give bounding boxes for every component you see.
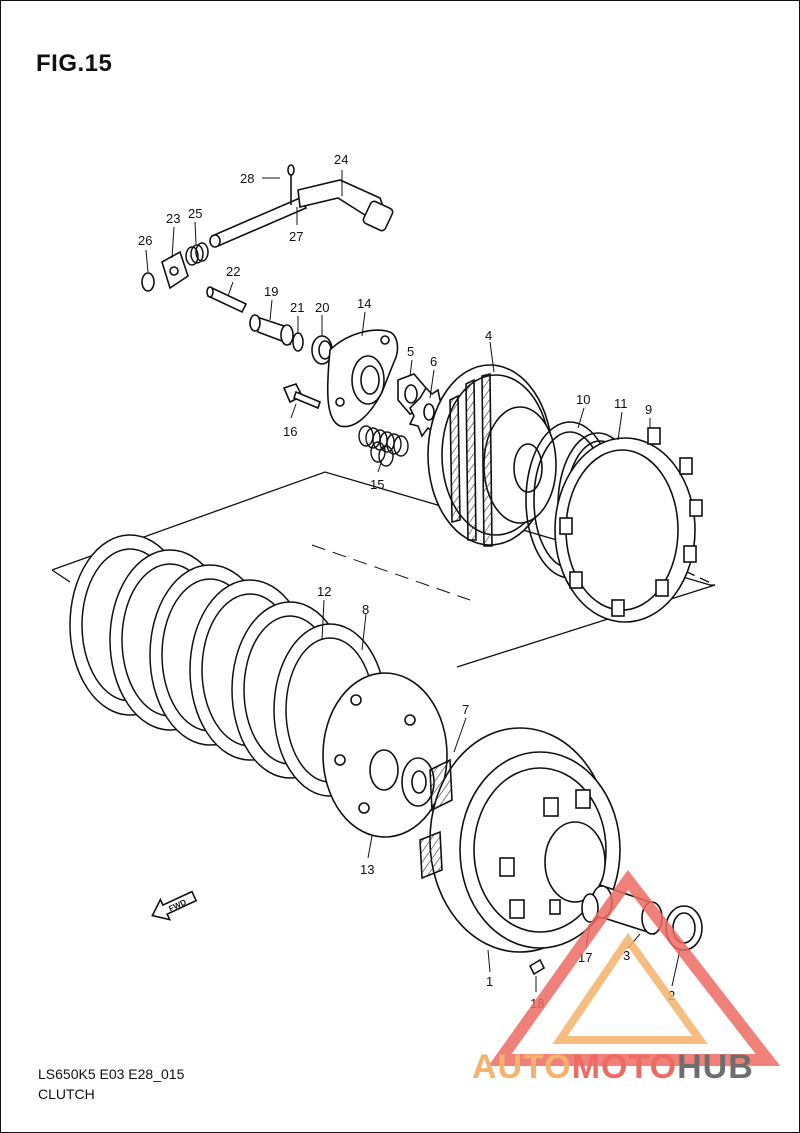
callout-20[interactable]: 20 <box>315 300 329 315</box>
release-rack-19 <box>249 314 294 346</box>
callout-27[interactable]: 27 <box>289 229 303 244</box>
callout-28[interactable]: 28 <box>240 171 254 186</box>
callout-1[interactable]: 1 <box>486 974 493 989</box>
callout-6[interactable]: 6 <box>430 354 437 369</box>
watermark-text: AUTOMOTOHUB <box>472 1048 754 1087</box>
drive-plate-9 <box>554 427 703 623</box>
callout-7[interactable]: 7 <box>462 702 469 717</box>
pressure-plate-13 <box>322 672 448 838</box>
callout-labels: 28 24 27 25 23 26 22 19 21 20 14 5 6 4 1… <box>138 152 675 1011</box>
watermark-logo-icon <box>488 869 781 1066</box>
clutch-springs-15 <box>358 425 409 467</box>
callout-12[interactable]: 12 <box>317 584 331 599</box>
watermark-part-moto: MOTO <box>571 1048 678 1086</box>
callout-22[interactable]: 22 <box>226 264 240 279</box>
leader-lines <box>145 170 681 992</box>
section-name: CLUTCH <box>38 1086 95 1102</box>
figure-title: FIG.15 <box>36 50 113 77</box>
bolt-16 <box>282 383 321 410</box>
oil-seal-23 <box>161 250 189 290</box>
thrust-washer-7 <box>401 757 435 807</box>
callout-5[interactable]: 5 <box>407 344 414 359</box>
primary-driven-gear-1 <box>419 727 621 953</box>
callout-3[interactable]: 3 <box>623 948 630 963</box>
callout-23[interactable]: 23 <box>166 211 180 226</box>
callout-26[interactable]: 26 <box>138 233 152 248</box>
spring-25 <box>185 242 209 266</box>
pin-18 <box>528 958 546 976</box>
clutch-plate-stack <box>69 534 387 797</box>
callout-15[interactable]: 15 <box>370 477 384 492</box>
callout-14[interactable]: 14 <box>357 296 371 311</box>
washer-26 <box>141 272 155 292</box>
release-shaft-assembly <box>209 164 394 248</box>
callout-10[interactable]: 10 <box>576 392 590 407</box>
fwd-arrow-icon: FWD <box>151 890 198 921</box>
push-rod-22 <box>206 286 248 314</box>
callout-19[interactable]: 19 <box>264 284 278 299</box>
callout-21[interactable]: 21 <box>290 300 304 315</box>
watermark-part-hub: HUB <box>677 1048 754 1086</box>
o-ring-21 <box>292 332 304 352</box>
callout-13[interactable]: 13 <box>360 862 374 877</box>
callout-9[interactable]: 9 <box>645 402 652 417</box>
callout-25[interactable]: 25 <box>188 206 202 221</box>
model-code: LS650K5 E03 E28_015 <box>38 1066 185 1082</box>
fwd-label: FWD <box>167 897 188 913</box>
sleeve-hub-4 <box>427 364 557 547</box>
callout-24[interactable]: 24 <box>334 152 348 167</box>
callout-4[interactable]: 4 <box>485 328 492 343</box>
callout-11[interactable]: 11 <box>614 396 628 411</box>
spring-holder-14 <box>326 329 399 428</box>
bearing-17 <box>581 893 599 923</box>
watermark-part-auto: AUTO <box>472 1048 572 1086</box>
callout-8[interactable]: 8 <box>362 602 369 617</box>
callout-16[interactable]: 16 <box>283 424 297 439</box>
